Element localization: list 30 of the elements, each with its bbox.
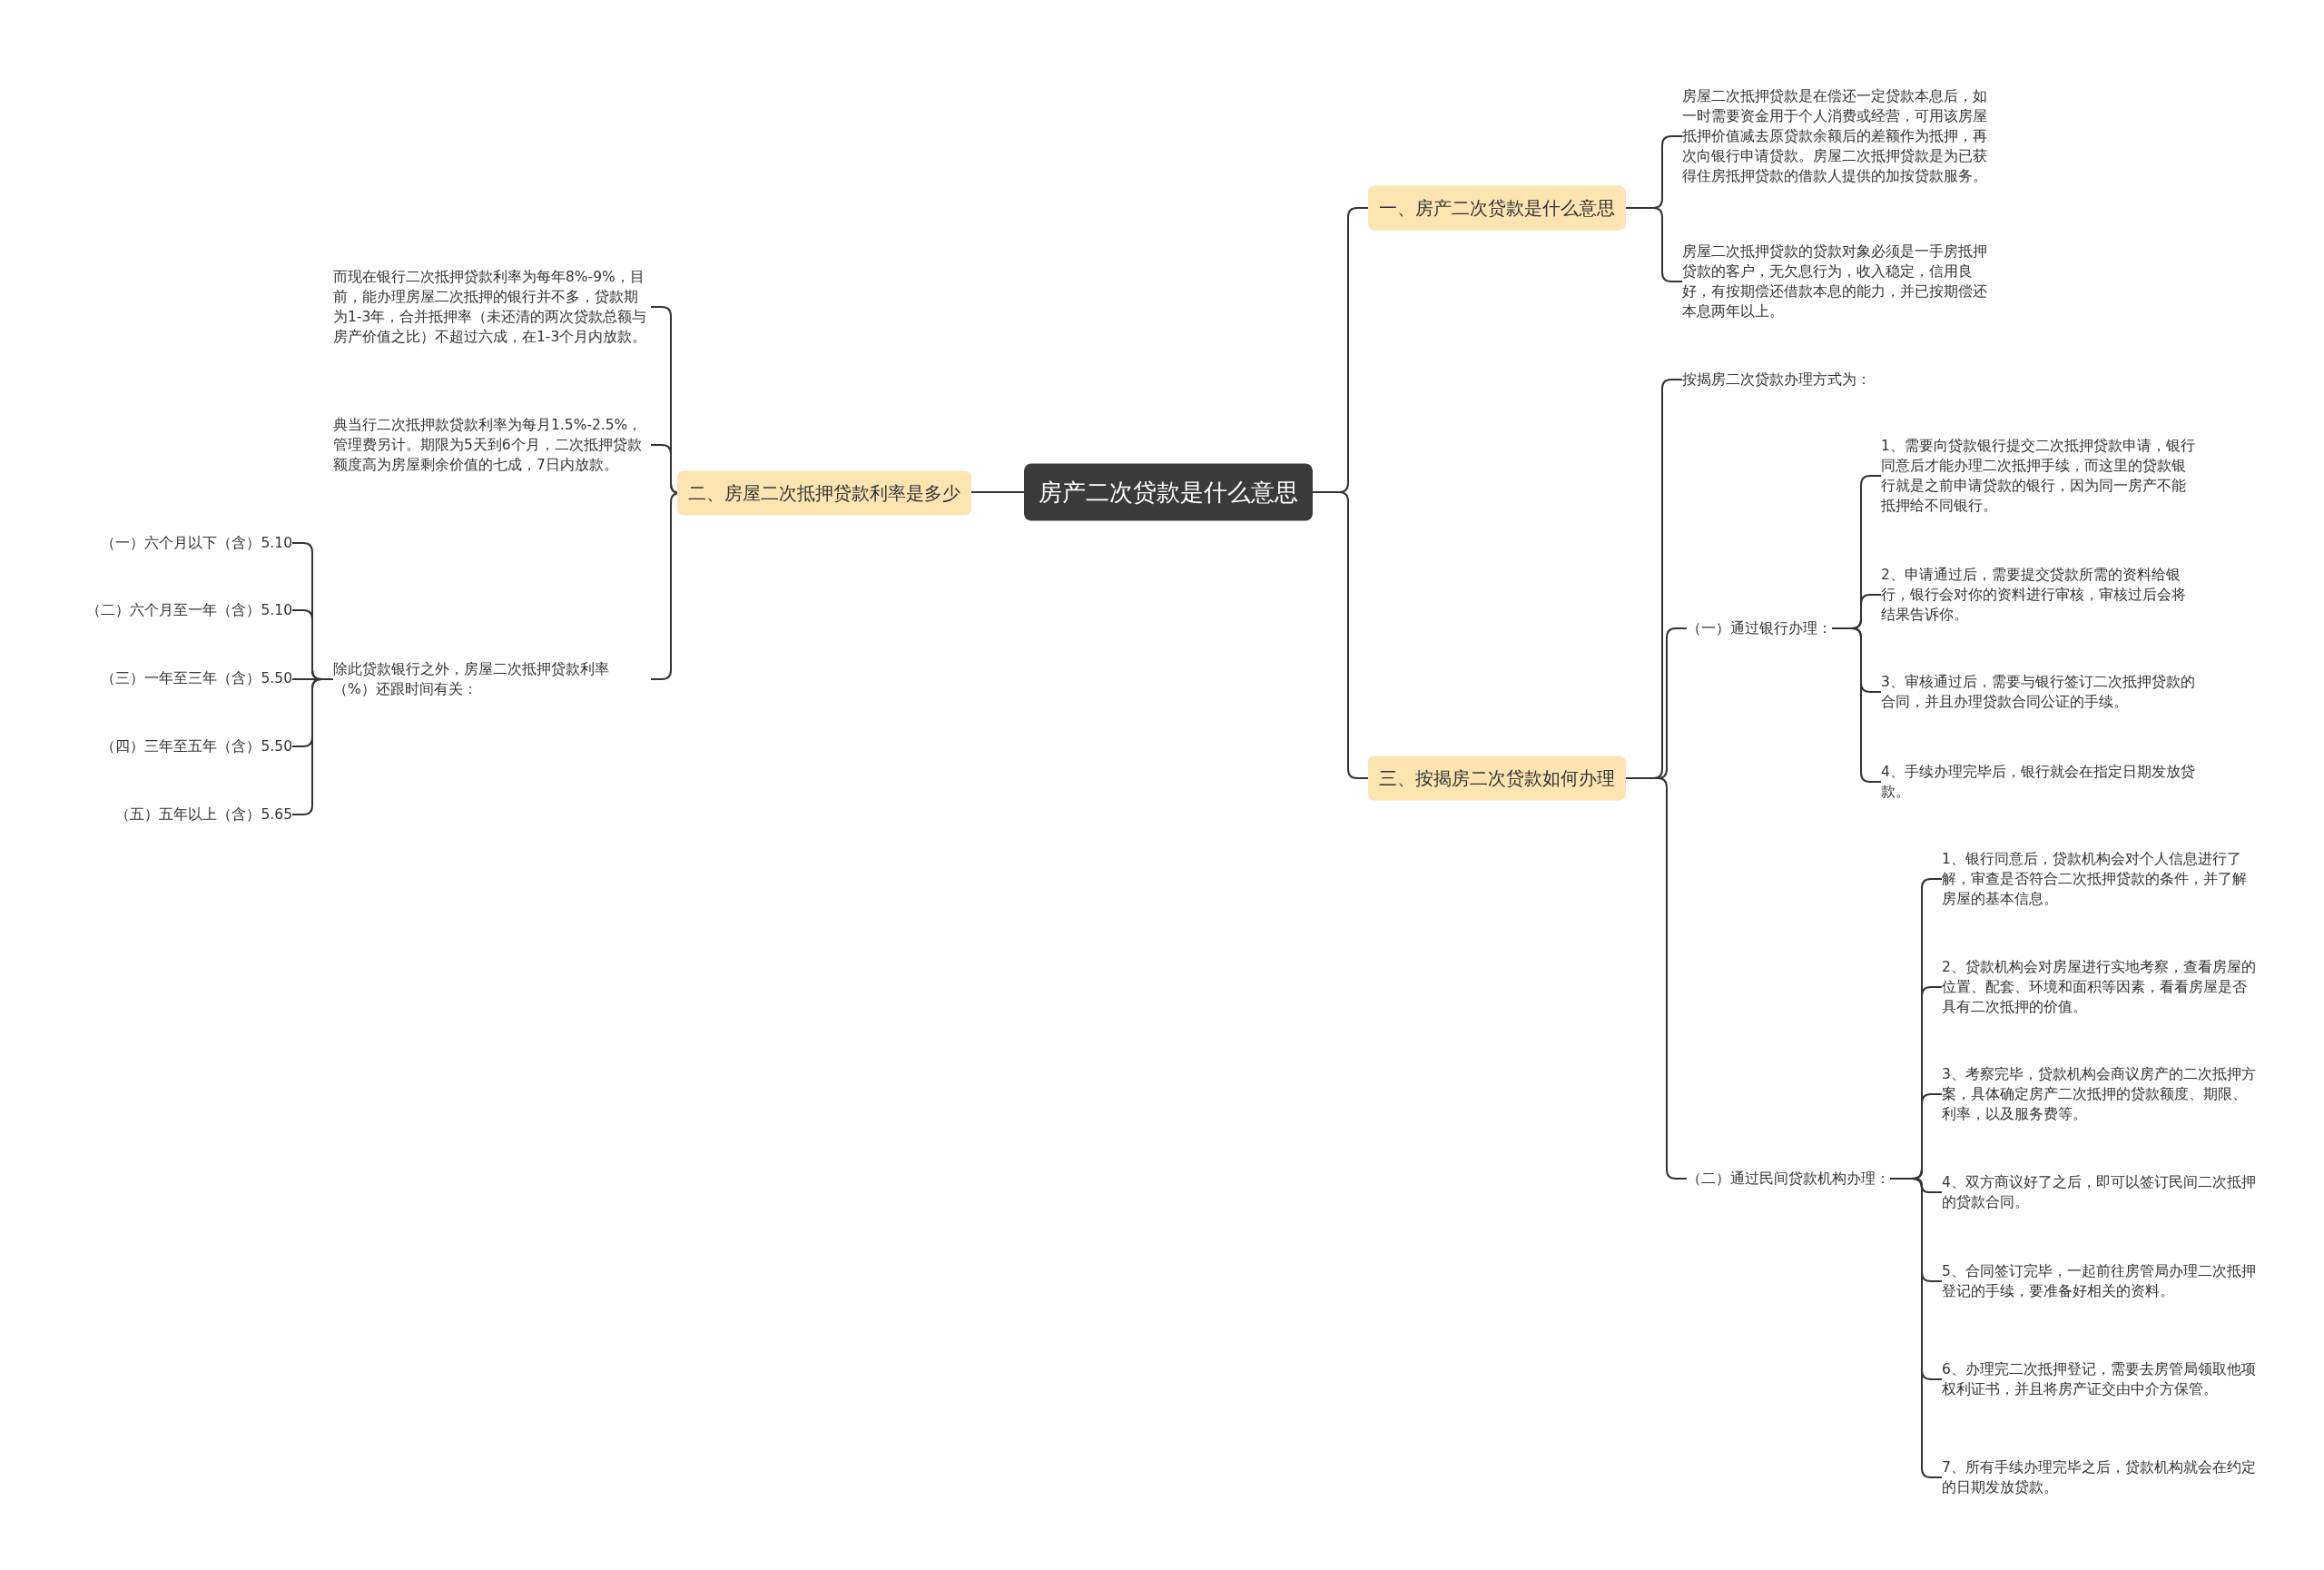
note-text: 5、合同签订完毕，一起前往房管局办理二次抵押登记的手续，要准备好相关的资料。 bbox=[1942, 1261, 2260, 1301]
note-text: 3、审核通过后，需要与银行签订二次抵押贷款的合同，并且办理贷款合同公证的手续。 bbox=[1881, 672, 2199, 712]
note-text: （五）五年以上（含）5.65 bbox=[115, 805, 292, 824]
note-text: （三）一年至三年（含）5.50 bbox=[101, 668, 292, 688]
connector-line bbox=[1312, 491, 1369, 779]
note-text: 2、贷款机构会对房屋进行实地考察，查看房屋的位置、配套、环境和面积等因素，看看房屋是否具有二次抵押的价值。 bbox=[1942, 957, 2260, 1017]
note-text: 2、申请通过后，需要提交贷款所需的资料给银行，银行会对你的资料进行审核，审核过后会将结果告诉你。 bbox=[1881, 565, 2199, 625]
note-text: 1、需要向贷款银行提交二次抵押贷款申请，银行同意后才能办理二次抵押手续，而这里的贷款银行就是之前申请贷款的银行，因为同一房产不能抵押给不同银行。 bbox=[1881, 436, 2199, 516]
note-text: （二）通过民间贷款机构办理： bbox=[1687, 1169, 1890, 1189]
connector-line bbox=[970, 491, 1025, 493]
note-text: 房屋二次抵押贷款是在偿还一定贷款本息后，如一时需要资金用于个人消费或经营，可用该房屋抵押价值减去原贷款余额后的差额作为抵押，再次向银行申请贷款。房屋二次抵押贷款是为已获得住房抵押贷款的借款人提供的加按贷款服务。 bbox=[1682, 86, 2000, 186]
note-text: 除此贷款银行之外，房屋二次抵押贷款利率（%）还跟时间有关： bbox=[333, 659, 651, 699]
note-text: （四）三年至五年（含）5.50 bbox=[101, 736, 292, 756]
topic-box: 三、按揭房二次贷款如何办理 bbox=[1368, 755, 1626, 801]
note-text: （一）六个月以下（含）5.10 bbox=[101, 533, 292, 553]
note-text: （一）通过银行办理： bbox=[1687, 618, 1832, 638]
note-text: 按揭房二次贷款办理方式为： bbox=[1682, 370, 1871, 390]
note-text: 1、银行同意后，贷款机构会对个人信息进行了解，审查是否符合二次抵押贷款的条件，并了解房屋的基本信息。 bbox=[1942, 849, 2260, 909]
note-text: 4、手续办理完毕后，银行就会在指定日期发放贷款。 bbox=[1881, 762, 2199, 802]
topic-box: 一、房产二次贷款是什么意思 bbox=[1368, 185, 1626, 231]
note-text: 而现在银行二次抵押贷款利率为每年8%-9%，目前，能办理房屋二次抵押的银行并不多，贷款期为1-3年，合并抵押率（未还清的两次贷款总额与房产价值之比）不超过六成，在1-3个月内放款。 bbox=[333, 267, 651, 347]
note-text: 7、所有手续办理完毕之后，贷款机构就会在约定的日期发放贷款。 bbox=[1942, 1457, 2260, 1497]
note-text: 房屋二次抵押贷款的贷款对象必须是一手房抵押贷款的客户，无欠息行为，收入稳定，信用良好，有按期偿还借款本息的能力，并已按期偿还本息两年以上。 bbox=[1682, 242, 2000, 321]
note-text: 3、考察完毕，贷款机构会商议房产的二次抵押方案，具体确定房产二次抵押的贷款额度、期限、利率，以及服务费等。 bbox=[1942, 1064, 2260, 1124]
note-text: （二）六个月至一年（含）5.10 bbox=[86, 600, 292, 620]
note-text: 典当行二次抵押款贷款利率为每月1.5%-2.5%，管理费另计。期限为5天到6个月，二次抵押贷款额度高为房屋剩余价值的七成，7日内放款。 bbox=[333, 415, 651, 475]
topic-box: 二、房屋二次抵押贷款利率是多少 bbox=[677, 470, 971, 516]
note-text: 4、双方商议好了之后，即可以签订民间二次抵押的贷款合同。 bbox=[1942, 1172, 2260, 1212]
central-topic-box: 房产二次贷款是什么意思 bbox=[1024, 463, 1313, 521]
note-text: 6、办理完二次抵押登记，需要去房管局领取他项权利证书，并且将房产证交由中介方保管。 bbox=[1942, 1359, 2260, 1399]
